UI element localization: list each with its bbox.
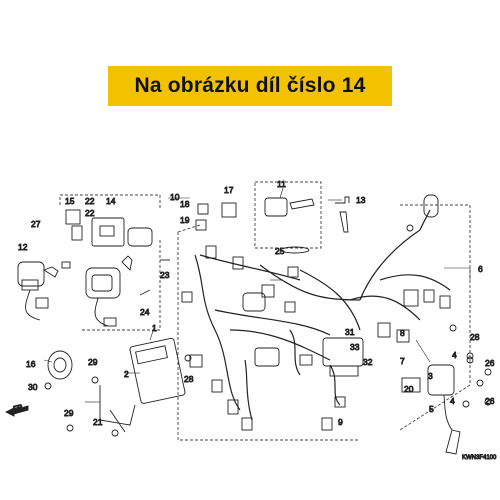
harness-connectors: [181, 194, 457, 431]
callout-14: 14: [106, 196, 116, 206]
callout-25: 25: [275, 246, 285, 256]
callout-8: 8: [400, 328, 405, 338]
callout-11: 11: [277, 179, 286, 189]
fr-arrow: [4, 405, 29, 417]
callout-26b: 26: [485, 396, 495, 406]
callout-20: 20: [404, 384, 414, 394]
callout-numbers: 10 11 13 14 15 22 27 22 17 18 19 12 23 2…: [12, 179, 497, 462]
callout-12: 12: [18, 242, 28, 252]
callout-27: 27: [31, 219, 41, 229]
callout-26a: 26: [485, 358, 495, 368]
callout-21: 21: [93, 417, 103, 427]
callout-31: 31: [345, 327, 355, 337]
callout-13: 13: [356, 195, 366, 205]
callout-10: 10: [170, 192, 180, 202]
callout-33: 33: [350, 342, 360, 352]
callout-32: 32: [363, 357, 373, 367]
callout-24: 24: [140, 307, 150, 317]
callout-3: 3: [428, 371, 433, 381]
callout-28a: 28: [470, 332, 480, 342]
callout-29b: 29: [64, 408, 74, 418]
callout-6: 6: [478, 264, 483, 274]
relays: [195, 196, 350, 254]
callout-9: 9: [338, 417, 343, 427]
callout-29a: 29: [88, 357, 98, 367]
callout-7: 7: [400, 356, 405, 366]
callout-18: 18: [180, 199, 190, 209]
callout-5: 5: [429, 404, 434, 414]
group-frames: [59, 181, 471, 441]
drawing-code: KWN3F4100: [462, 455, 497, 461]
horn-and-ecu: [44, 337, 192, 437]
callout-2: 2: [124, 369, 129, 379]
callout-4a: 4: [452, 350, 457, 360]
title-banner: Na obrázku díl číslo 14: [108, 66, 392, 106]
ignition-coil: [401, 352, 492, 455]
callout-23: 23: [160, 270, 170, 280]
callout-19: 19: [180, 215, 190, 225]
banner-text: Na obrázku díl číslo 14: [134, 74, 366, 97]
callout-16: 16: [26, 359, 36, 369]
callout-22: 22: [85, 196, 95, 206]
callout-15: 15: [65, 196, 75, 206]
fr-label: FR.: [13, 403, 26, 413]
ignition-switch-assembly: [17, 209, 170, 327]
callout-28b: 28: [184, 374, 194, 384]
callout-4b: 4: [450, 396, 455, 406]
callout-17: 17: [224, 185, 234, 195]
callout-30: 30: [28, 382, 38, 392]
callout-22b: 22: [85, 208, 95, 218]
leader-lines: [43, 187, 471, 403]
callout-1: 1: [152, 323, 157, 333]
